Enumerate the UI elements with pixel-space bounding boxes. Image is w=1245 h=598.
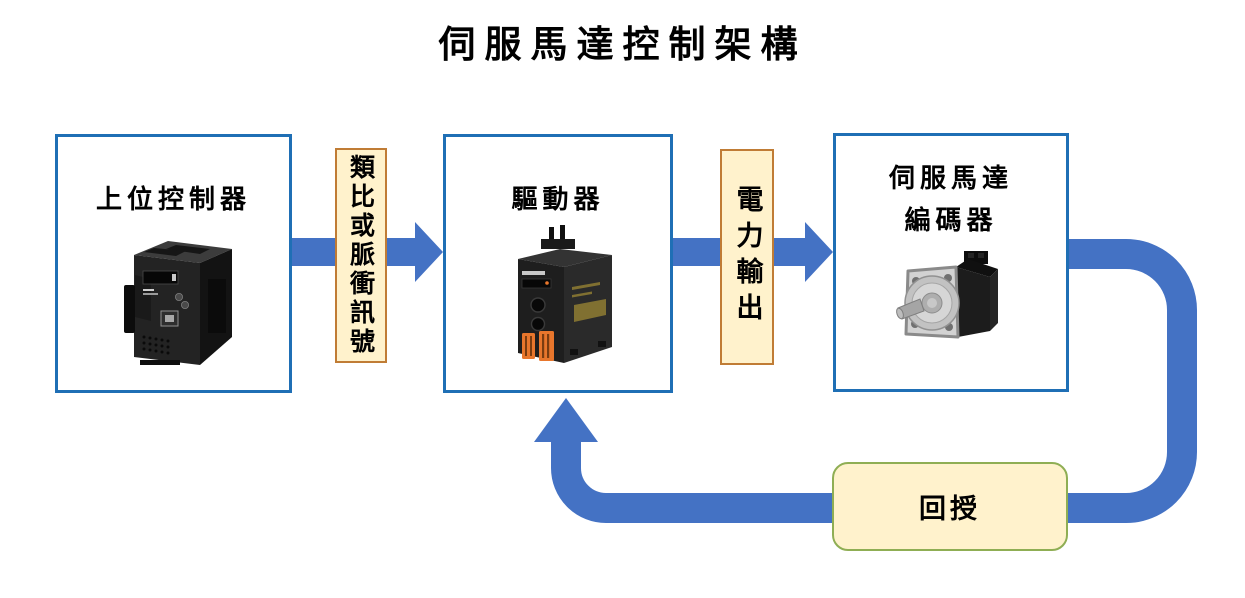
feedback-label: 回授 (919, 494, 981, 525)
signal-label: 類比或脈衝訊號 (346, 154, 376, 357)
plc-controller-image (124, 241, 232, 365)
controller-box: 上位控制器 (55, 134, 292, 393)
power-label-box: 電力輸出 (720, 149, 774, 365)
driver-box: 驅動器 (443, 134, 673, 393)
feedback-arrowhead-icon (534, 398, 598, 442)
servo-drive-image (518, 225, 612, 363)
controller-label: 上位控制器 (95, 185, 251, 215)
servo-motor-image (896, 251, 998, 339)
feedback-loop-arrow (551, 239, 1197, 523)
motor-box: 伺服馬達 編碼器 (833, 133, 1069, 392)
page-title: 伺服馬達控制架構 (438, 22, 807, 66)
signal-label-box: 類比或脈衝訊號 (335, 148, 387, 363)
power-label: 電力輸出 (731, 185, 763, 329)
motor-label-line2: 編碼器 (904, 206, 998, 236)
feedback-label-box: 回授 (832, 462, 1068, 551)
motor-label-line1: 伺服馬達 (888, 164, 1013, 194)
driver-label: 驅動器 (511, 185, 605, 215)
